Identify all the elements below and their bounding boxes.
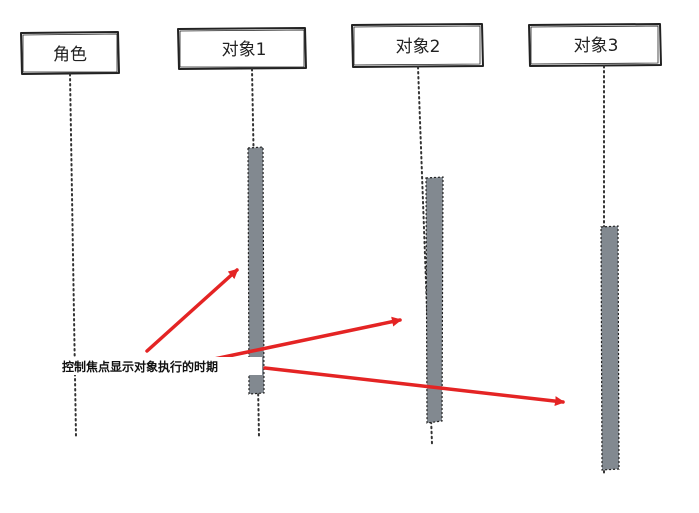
participant-label-object-2: 对象2 [396,37,441,57]
annotation-text-background [60,357,262,375]
participant-label-actor: 角色 [53,45,87,65]
participant-object-2: 对象2 [351,23,484,68]
annotation-arrow-object-2 [198,316,402,364]
participant-label-object-1: 对象1 [222,40,267,60]
annotation-arrow-object-3 [263,366,565,407]
participant-object-3: 对象3 [528,23,662,67]
activation-bar-object-1 [247,146,265,395]
annotation-arrow-object-1 [145,268,239,353]
activation-bar-object-2 [425,176,444,424]
participant-actor: 角色 [20,31,120,75]
activation-bar-object-3 [600,225,620,471]
participant-object-1: 对象1 [177,27,307,70]
participant-label-object-3: 对象3 [574,36,619,56]
lifeline-actor [69,73,77,438]
annotation-text: 控制焦点显示对象执行的时期 [62,359,218,374]
